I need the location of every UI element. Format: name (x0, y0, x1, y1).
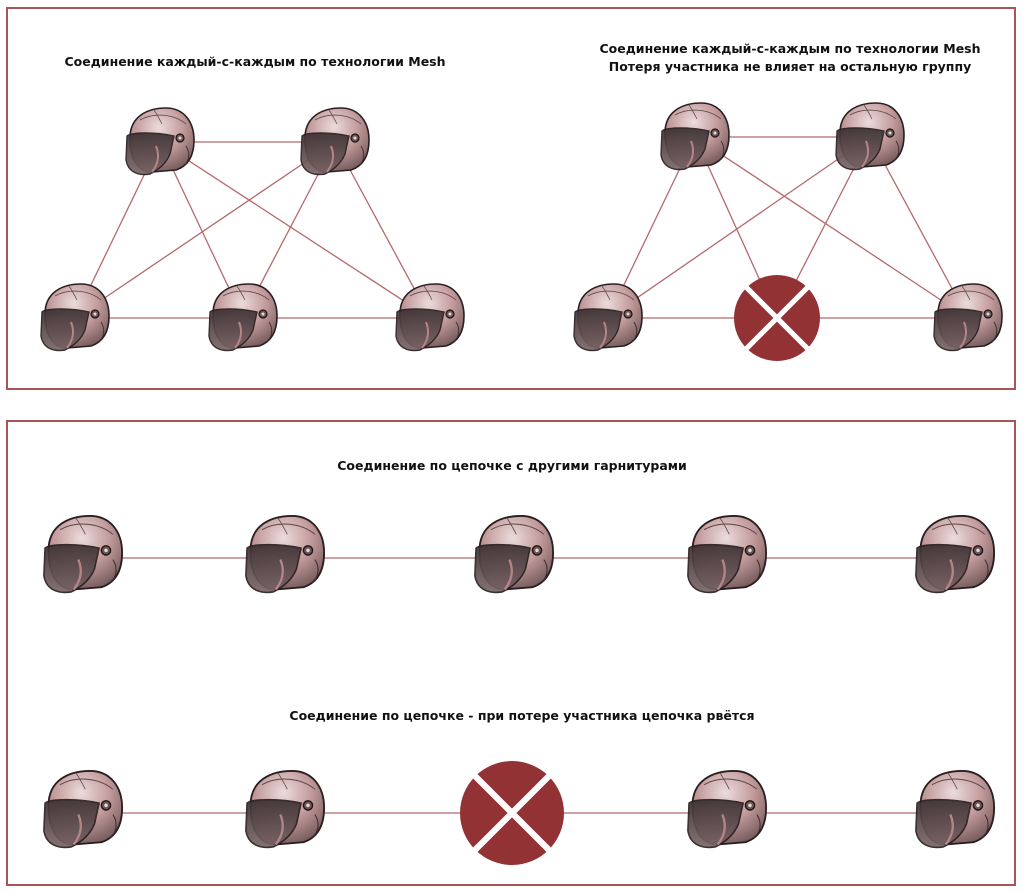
mesh-basic-helmet-icon (395, 283, 465, 352)
chain-failure-helmet-icon (914, 769, 996, 849)
mesh-failure-title-line2: Потеря участника не влияет на остальную … (608, 59, 972, 74)
chain-failure-failed-node (460, 761, 564, 865)
mesh-failure-link (607, 136, 871, 319)
links-layer (74, 136, 969, 814)
chain-basic-helmet-icon (42, 514, 124, 594)
chain-panel (6, 420, 1016, 886)
mesh-basic-title: Соединение каждый-с-каждым по технологии… (64, 54, 446, 69)
chain-failure-helmet-icon (686, 769, 768, 849)
mesh-basic-helmet-icon (208, 283, 278, 352)
chain-failure-title: Соединение по цепочке - при потере участ… (289, 708, 755, 723)
chain-basic-helmet-icon (473, 514, 555, 594)
mesh-failure-link (869, 136, 969, 319)
mesh-failure-link (694, 136, 969, 319)
chain-basic-helmet-icon (244, 514, 326, 594)
chain-basic-helmet-icon (914, 514, 996, 594)
chain-basic-title: Соединение по цепочке с другими гарнитур… (337, 458, 687, 473)
mesh-basic-link (159, 141, 431, 319)
mesh-failure-title-line1: Соединение каждый-с-каждым по технологии… (599, 41, 981, 56)
mesh-failure-helmet-icon (660, 102, 730, 171)
mesh-failure-failed-node (734, 275, 820, 361)
mesh-panel (6, 7, 1016, 390)
mesh-failure-helmet-icon (933, 283, 1003, 352)
chain-failure-helmet-icon (42, 769, 124, 849)
mesh-failure-title: Соединение каждый-с-каждым по технологии… (599, 40, 980, 76)
mesh-failure-helmet-icon (835, 102, 905, 171)
mesh-basic-helmet-icon (125, 107, 195, 176)
chain-basic-helmet-icon (686, 514, 768, 594)
mesh-basic-helmet-icon (300, 107, 370, 176)
mesh-failure-helmet-icon (573, 283, 643, 352)
nodes-layer (40, 102, 1003, 865)
mesh-basic-link (74, 141, 336, 319)
mesh-basic-helmet-icon (40, 283, 110, 352)
chain-failure-helmet-icon (244, 769, 326, 849)
